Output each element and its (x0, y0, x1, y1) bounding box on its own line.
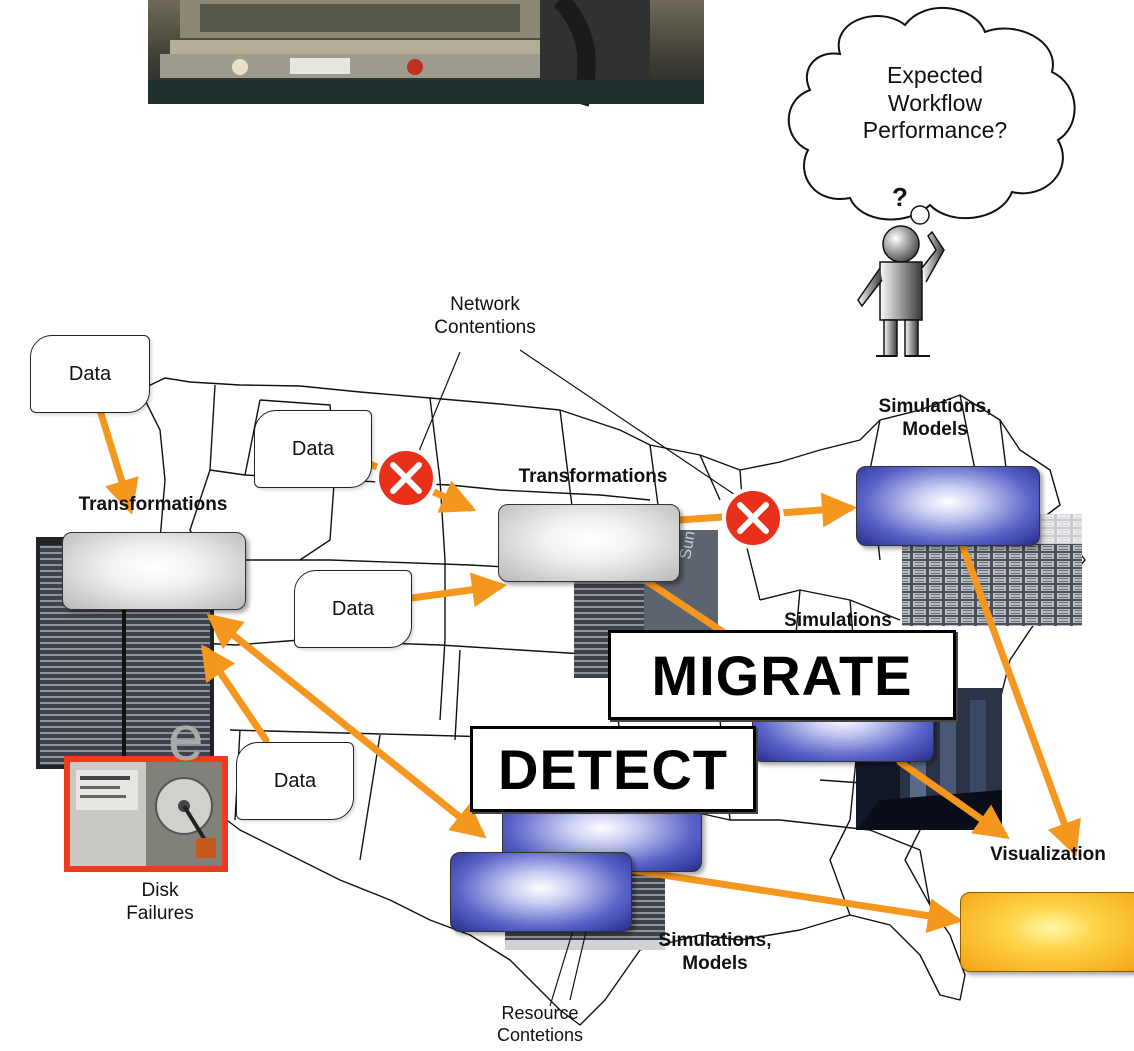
arrow-bidirectional (206, 613, 487, 839)
arrow-mid-to-visualization (896, 758, 1010, 840)
resource-label-line-2: Contetions (496, 1024, 584, 1045)
thought-text: Expected Workflow Performance? (830, 62, 1040, 145)
network-label-line-1: Network (450, 294, 520, 315)
simulations-top-line-1: Simulations, (878, 396, 992, 417)
transformations-node-center (498, 504, 680, 582)
simulations-bottom-label: Simulations, Models (620, 930, 810, 976)
thought-line-3: Performance? (862, 117, 1008, 144)
transformations-left-label: Transformations (78, 494, 228, 515)
arrow-to-visualization (958, 540, 1081, 857)
partial-background-text: e (168, 702, 204, 774)
data-box-southwest: Data (236, 742, 354, 820)
simulations-node-south-2 (450, 852, 632, 932)
disk-failure-photo (64, 756, 228, 872)
data-box-center: Data (294, 570, 412, 648)
resource-label-line-1: Resource (501, 1003, 579, 1023)
resource-contentions-label: Resource Contetions (470, 1003, 610, 1046)
data-box-north: Data (254, 410, 372, 488)
network-label-line-2: Contentions (434, 316, 536, 338)
thinking-person (857, 225, 945, 357)
truck-photo (148, 0, 704, 107)
simulations-mid-label: Simulations (784, 610, 892, 631)
simulations-bottom-line-1: Simulations, (658, 930, 772, 951)
failure-x-marker-2 (722, 487, 784, 549)
question-mark: ? (892, 182, 908, 212)
disk-label-line-2: Failures (126, 902, 194, 924)
simulations-bottom-line-2: Models (682, 952, 748, 974)
data-box-northwest: Data (30, 335, 150, 413)
thought-cloud (787, 6, 1076, 225)
transformations-center-label: Transformations (518, 466, 668, 487)
failure-x-marker-1 (375, 447, 437, 509)
migrate-label: MIGRATE (608, 630, 956, 720)
network-contentions-label: Network Contentions (400, 294, 570, 340)
arrow-data-to-transformations-left (96, 406, 139, 515)
arrow-south-to-visualization (626, 866, 963, 934)
svg-text:Sun: Sun (677, 530, 699, 561)
arrow-data-to-transformations-left-2 (201, 644, 270, 744)
transformations-node-left (62, 532, 246, 610)
thought-line-2: Workflow (887, 89, 983, 116)
thought-line-1: Expected (887, 62, 983, 88)
simulations-top-line-2: Models (902, 418, 968, 440)
simulations-top-label: Simulations, Models (840, 396, 1030, 442)
disk-label-line-1: Disk (141, 880, 179, 901)
visualization-label: Visualization (990, 844, 1106, 865)
visualization-node (960, 892, 1134, 972)
simulations-node-top (856, 466, 1040, 546)
detect-label: DETECT (470, 726, 756, 812)
arrow-data-to-transformations-center-2 (408, 572, 507, 608)
disk-failures-label: Disk Failures (100, 880, 220, 926)
